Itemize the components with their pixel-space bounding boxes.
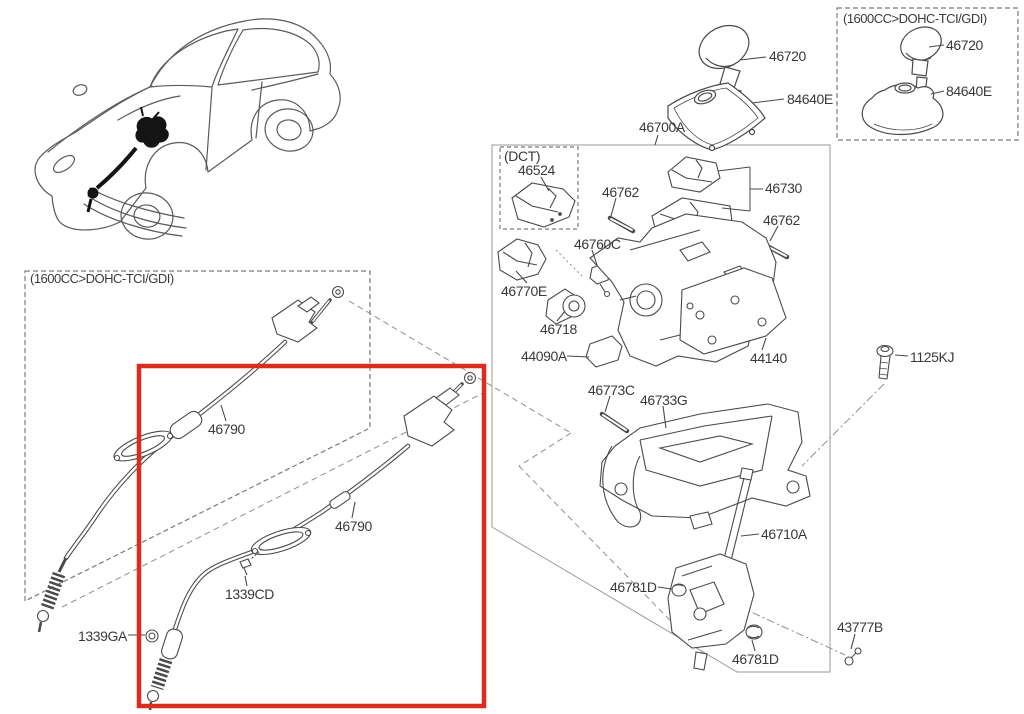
- part-label-1339GA: 1339GA: [78, 628, 127, 644]
- part-label-46762-b: 46762: [763, 212, 800, 228]
- cable-highlight-fittings: [146, 371, 477, 711]
- part-label-46720-main: 46720: [769, 48, 806, 64]
- bolt-part: [876, 344, 894, 380]
- variant-box-left: [24, 270, 371, 602]
- variant-label-left: (1600CC>DOHC-TCI/GDI): [30, 271, 174, 286]
- part-label-46781D-a: 46781D: [610, 579, 657, 595]
- boot-main-part: [667, 82, 766, 152]
- part-label-46790-red: 46790: [335, 518, 372, 534]
- bracket-left-part: [497, 238, 547, 281]
- part-label-46760C: 46760C: [574, 236, 621, 252]
- nut-part: [145, 629, 159, 643]
- variant-box-top-right: [836, 7, 1019, 141]
- part-label-43777B: 43777B: [837, 619, 883, 635]
- boot-alt-part: [861, 82, 944, 136]
- part-label-46710A: 46710A: [761, 526, 807, 542]
- dct-bracket-part: [511, 182, 576, 228]
- part-label-46733G: 46733G: [640, 392, 688, 408]
- part-label-46700A: 46700A: [639, 119, 685, 135]
- solenoid-part: [545, 288, 586, 325]
- bushing-b-part: [745, 624, 763, 640]
- pin-c-part: [599, 411, 630, 434]
- dct-label: (DCT): [504, 148, 541, 164]
- dct-box: [499, 146, 579, 230]
- part-label-46730: 46730: [765, 180, 802, 196]
- highlight-box: [136, 363, 487, 709]
- cable-left-fittings: [36, 285, 345, 633]
- part-label-46781D-b: 46781D: [732, 651, 779, 667]
- knob-alt-part: [900, 26, 942, 94]
- screw-part: [239, 548, 263, 576]
- part-label-1339CD: 1339CD: [225, 586, 274, 602]
- part-label-46790-left: 46790: [208, 421, 245, 437]
- part-label-1125KJ: 1125KJ: [910, 349, 955, 365]
- bushing-a-part: [671, 583, 687, 597]
- variant-label-top-right: (1600CC>DOHC-TCI/GDI): [843, 11, 987, 26]
- harness-highlight: [86, 106, 169, 213]
- part-label-46773C: 46773C: [588, 382, 635, 398]
- part-label-44140: 44140: [750, 350, 787, 366]
- part-label-46524: 46524: [518, 162, 555, 178]
- bracket-46730: [717, 166, 763, 212]
- part-label-46762-a: 46762: [602, 184, 639, 200]
- part-label-46718: 46718: [540, 321, 577, 337]
- pin-a-part: [607, 215, 636, 234]
- part-label-84640E-main: 84640E: [787, 91, 833, 107]
- base-bracket-part: [599, 403, 811, 530]
- lever-shaft-part: [667, 467, 755, 671]
- side-plate-part: [679, 265, 787, 355]
- part-label-46720-alt: 46720: [946, 37, 983, 53]
- part-label-46770E: 46770E: [501, 283, 547, 299]
- main-assembly-box: [491, 144, 831, 673]
- clip-part: [844, 647, 862, 666]
- part-label-84640E-alt: 84640E: [946, 83, 992, 99]
- car-illustration: [34, 18, 341, 240]
- leader-lines: [128, 44, 945, 652]
- part-label-44090A: 44090A: [521, 348, 567, 364]
